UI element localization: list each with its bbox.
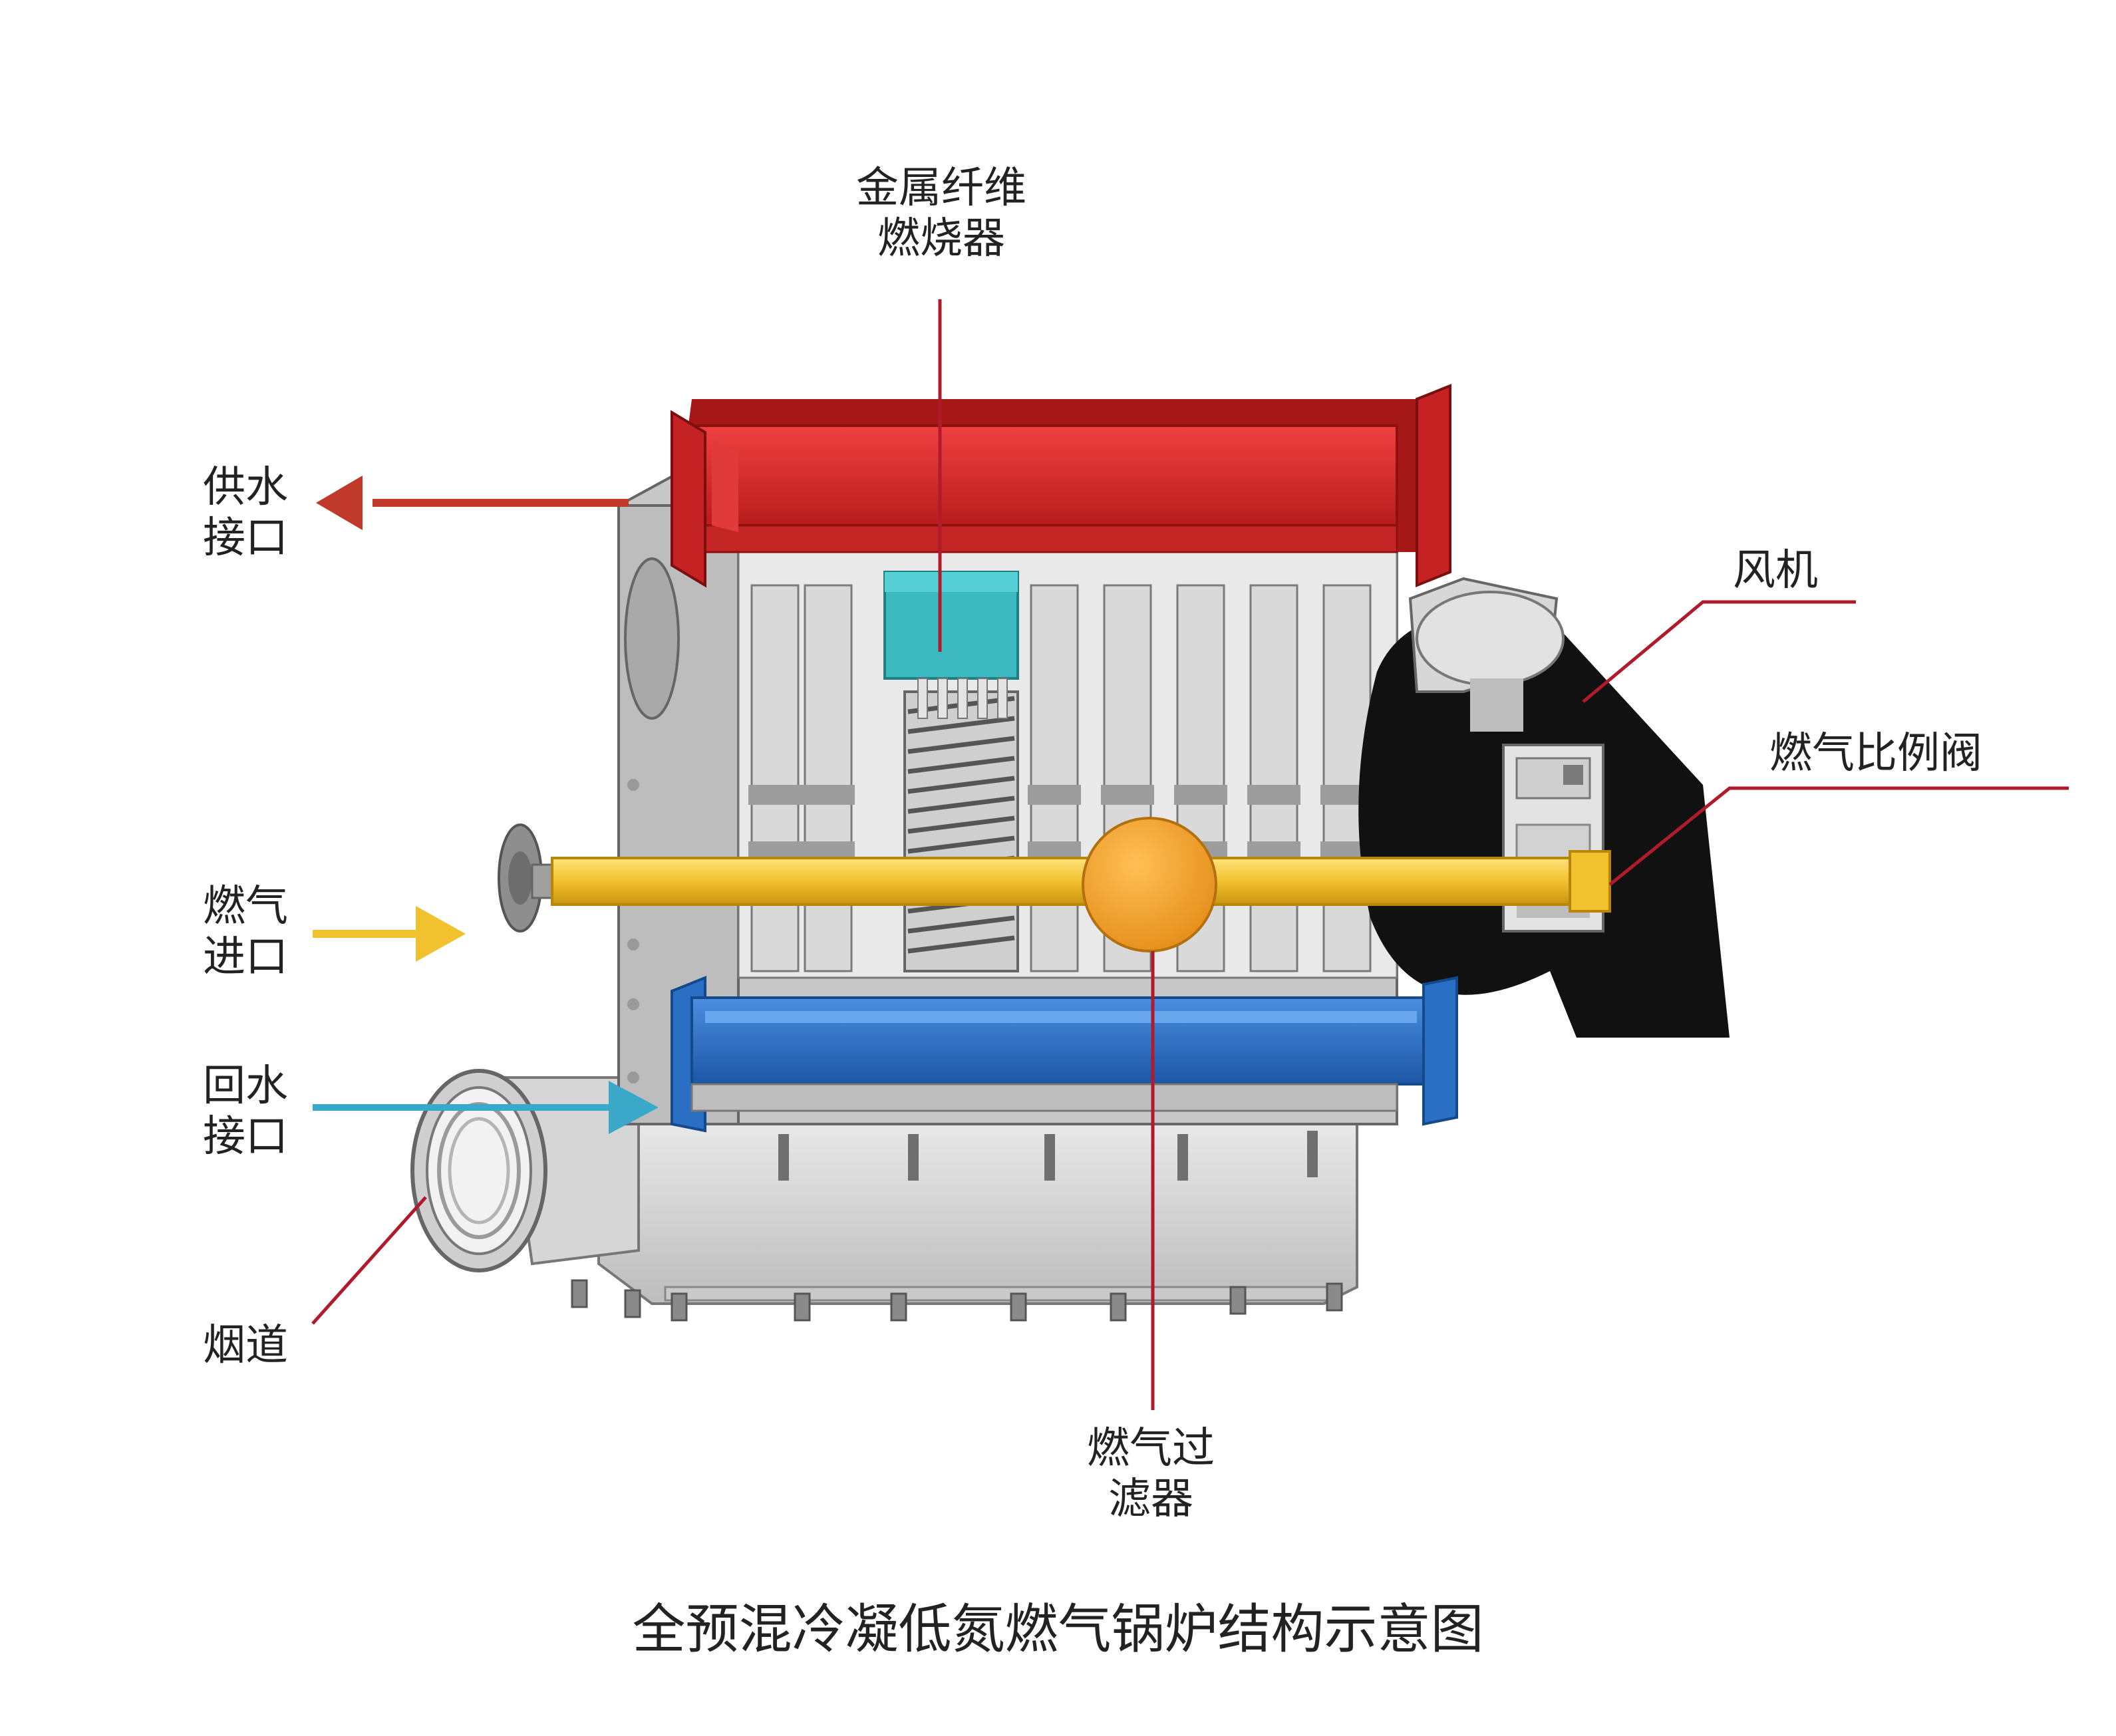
gas-filter — [1082, 817, 1217, 952]
heat-exchanger-coil — [903, 690, 1019, 972]
flue-label-line-1: 烟道 — [203, 1321, 288, 1370]
leader-lines — [311, 299, 2069, 1410]
supply-water-arrow — [316, 476, 629, 530]
heat-exchanger-body — [617, 464, 1398, 1125]
flue-duct — [410, 1069, 640, 1272]
return-water-label-line-2: 接口 — [203, 1112, 288, 1161]
return-water-label: 回水 接口 — [203, 1061, 288, 1162]
base-tray — [571, 1123, 1358, 1322]
supply-water-label-line-1: 供水 — [203, 463, 288, 512]
flue-leader-line — [311, 1196, 427, 1325]
gas-inlet-label-line-2: 进口 — [203, 933, 288, 982]
gas-pipe — [498, 823, 1611, 933]
gas-filter-label-line-1: 燃气过 — [1087, 1424, 1215, 1473]
diagram-title: 全预混冷凝低氮燃气锅炉结构示意图 — [632, 1598, 1484, 1660]
heat-exchanger-sections — [750, 584, 1372, 972]
metal-fiber-burner — [883, 571, 1019, 719]
gas-inlet-arrow — [313, 906, 466, 962]
flue-label: 烟道 — [203, 1320, 288, 1371]
gas-valve-label: 燃气比例阀 — [1769, 728, 1982, 779]
gas-inlet-label-line-1: 燃气 — [203, 882, 288, 931]
return-water-label-line-1: 回水 — [203, 1062, 288, 1111]
gas-filter-label-line-2: 滤器 — [1108, 1475, 1193, 1524]
fan-label: 风机 — [1733, 545, 1818, 596]
gas-valve-leader-line — [1608, 786, 2069, 886]
fan-label-line-1: 风机 — [1733, 546, 1818, 595]
gas-valve-label-line-1: 燃气比例阀 — [1769, 729, 1982, 778]
gas-filter-label: 燃气过 滤器 — [1051, 1423, 1251, 1524]
burner-label-line-2: 燃烧器 — [877, 214, 1005, 263]
return-water-arrow — [313, 1081, 659, 1134]
gas-inlet-label: 燃气 进口 — [203, 881, 288, 982]
fan-leader-line — [1582, 600, 1856, 703]
burner-label-line-1: 金属纤维 — [856, 164, 1026, 213]
supply-water-label: 供水 接口 — [203, 462, 288, 563]
supply-water-header — [671, 384, 1451, 588]
return-water-header — [671, 976, 1458, 1133]
burner-label: 金属纤维 燃烧器 — [831, 163, 1051, 264]
supply-water-label-line-2: 接口 — [203, 513, 288, 563]
